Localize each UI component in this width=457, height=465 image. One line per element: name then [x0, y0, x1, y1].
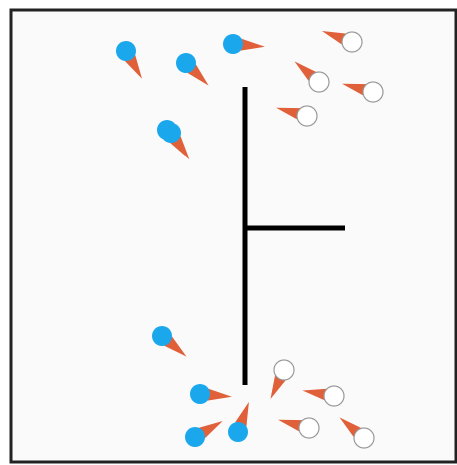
direction-cone-icon — [270, 374, 287, 400]
white-agent-icon — [362, 81, 384, 103]
blue-agent-icon — [185, 427, 205, 447]
blue-agent — [190, 384, 232, 404]
blue-agent-icon — [161, 123, 181, 143]
blue-agent — [228, 401, 249, 442]
white-agent — [321, 31, 363, 53]
blue-agent — [176, 53, 209, 86]
white-agent-icon — [323, 385, 345, 407]
blue-agent-icon — [223, 34, 243, 54]
blue-agent — [223, 34, 265, 54]
white-agent — [342, 81, 384, 103]
direction-cone-icon — [302, 388, 328, 401]
walls — [242, 87, 345, 385]
blue-agent-icon — [152, 326, 172, 346]
direction-cone-icon — [235, 401, 249, 427]
direction-cone-icon — [198, 421, 223, 439]
white-agent-icon — [296, 105, 318, 127]
direction-cone-icon — [278, 419, 303, 432]
blue-agent-icon — [228, 422, 248, 442]
direction-cone-icon — [240, 38, 265, 51]
white-agent-icon — [341, 31, 363, 53]
white-agent-icon — [298, 417, 320, 439]
blue-agent — [116, 41, 142, 79]
blue-agent — [185, 421, 223, 447]
direction-cone-icon — [321, 31, 347, 45]
agents — [116, 31, 384, 449]
direction-cone-icon — [207, 388, 232, 401]
white-agent-icon — [308, 71, 330, 93]
white-agent — [276, 105, 318, 127]
white-agent — [270, 359, 295, 400]
direction-cone-icon — [342, 83, 367, 96]
white-agent — [302, 385, 345, 407]
blue-agent-icon — [190, 384, 210, 404]
white-agent-icon — [353, 427, 375, 449]
white-agent-icon — [273, 359, 295, 381]
white-agent — [339, 417, 375, 449]
blue-agent — [161, 123, 190, 160]
white-agent — [294, 61, 330, 93]
blue-agent-icon — [116, 41, 136, 61]
direction-cone-icon — [276, 107, 301, 120]
blue-agent-icon — [176, 53, 196, 73]
white-agent — [278, 417, 320, 439]
direction-cone-icon — [124, 54, 142, 79]
arena-frame — [9, 8, 457, 464]
blue-agent — [152, 326, 187, 357]
